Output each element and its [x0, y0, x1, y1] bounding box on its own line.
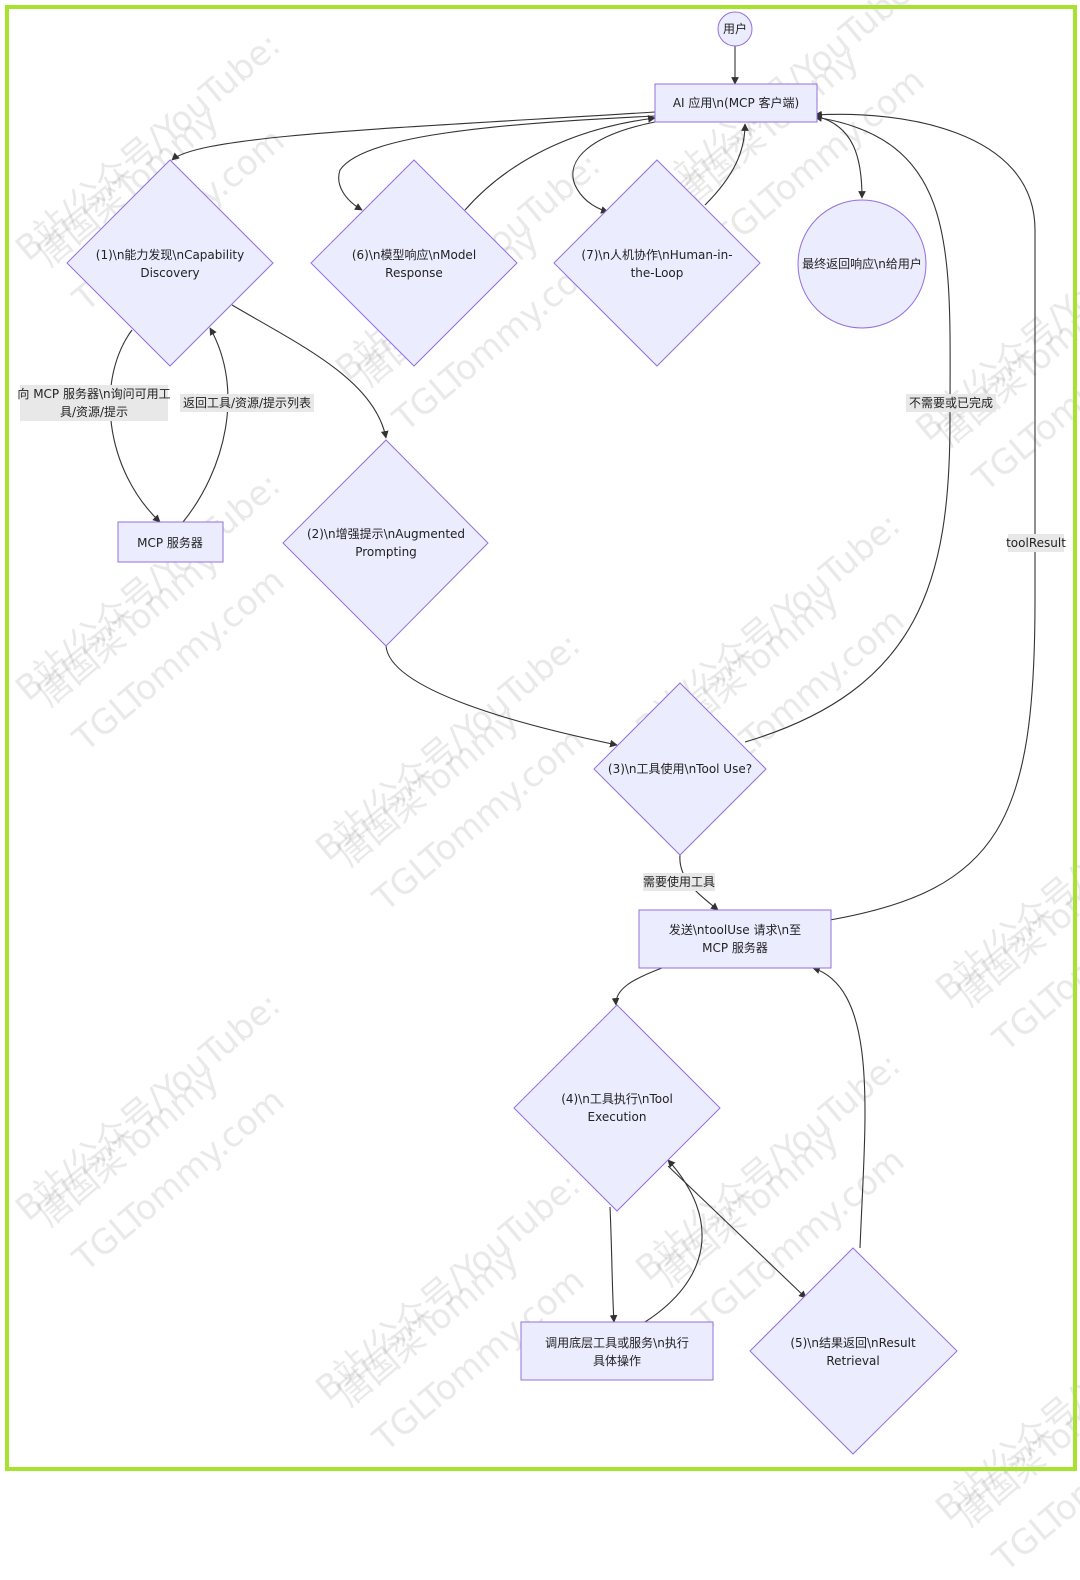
flowchart: 用户 AI 应用\n(MCP 客户端) (1)\n能力发现\nCapabilit…	[17, 11, 1066, 1455]
node-mcp-server-label: MCP 服务器	[137, 535, 203, 550]
node-augmented-label-1: (2)\n增强提示\nAugmented	[307, 526, 465, 541]
edge-label-not-needed: 不需要或已完成	[909, 395, 993, 410]
node-capability-label-2: Discovery	[140, 266, 199, 280]
node-final-shape	[797, 199, 927, 329]
node-send-shape	[638, 909, 832, 969]
node-toolexec-label-1: (4)\n工具执行\nTool	[561, 1092, 673, 1106]
edge-toolexec-to-invoke	[609, 1206, 618, 1323]
node-result-label-1: (5)\n结果返回\nResult	[790, 1336, 916, 1350]
node-tooluse-shape	[593, 682, 767, 856]
node-augmented-label-2: Prompting	[355, 545, 417, 559]
node-user-shape	[717, 11, 753, 47]
edge-send-to-ai	[814, 110, 1036, 921]
node-human-loop-label-2: the-Loop	[631, 266, 684, 280]
node-result-shape	[749, 1247, 958, 1455]
node-invoke-label-2: 具体操作	[593, 1353, 641, 1368]
node-capability-shape	[66, 159, 274, 367]
node-ai-app-label: AI 应用\n(MCP 客户端)	[673, 95, 799, 110]
edge-capability-to-augmented	[231, 304, 389, 439]
edge-label-return-list: 返回工具/资源/提示列表	[183, 395, 311, 410]
node-augmented-shape	[282, 439, 489, 647]
node-toolexec-shape	[513, 1004, 721, 1212]
edge-send-to-toolexec	[611, 967, 663, 1006]
edge-label-ask-server-1: 向 MCP 服务器\n询问可用工	[17, 386, 170, 401]
node-send-label-2: MCP 服务器	[702, 940, 768, 955]
node-invoke-shape	[520, 1321, 714, 1381]
node-human-loop-shape	[553, 159, 761, 367]
edge-result-to-send	[812, 966, 866, 1249]
edge-mcp-to-capability	[182, 327, 229, 523]
node-final-label: 最终返回响应\n给用户	[802, 256, 922, 271]
node-model-response-shape	[310, 159, 518, 367]
edge-labels: 向 MCP 服务器\n询问可用工 具/资源/提示 返回工具/资源/提示列表 不需…	[17, 385, 1066, 891]
node-invoke-label-1: 调用底层工具或服务\n执行	[545, 1335, 689, 1350]
node-send-label-1: 发送\ntoolUse 请求\n至	[669, 922, 801, 937]
node-user-label: 用户	[723, 21, 747, 36]
edge-tooluse-to-ai	[744, 114, 951, 743]
node-toolexec-label-2: Execution	[588, 1110, 647, 1124]
nodes	[66, 11, 958, 1455]
edge-ai-to-final	[814, 115, 866, 199]
edge-human-loop-to-ai	[704, 123, 749, 206]
page-frame	[5, 5, 1077, 1471]
node-capability-label-1: (1)\n能力发现\nCapability	[96, 247, 244, 262]
edge-ai-to-model-response	[338, 115, 656, 211]
edge-capability-to-mcp	[109, 329, 161, 523]
edge-label-need-tool: 需要使用工具	[643, 874, 715, 889]
edge-invoke-to-toolexec	[644, 1159, 703, 1323]
node-mcp-server-shape	[117, 521, 224, 563]
edge-toolexec-to-result	[667, 1165, 807, 1299]
edge-ai-to-human-loop	[572, 121, 656, 214]
node-model-response-label-1: (6)\n模型响应\nModel	[352, 247, 476, 262]
edge-model-response-to-ai	[464, 115, 656, 211]
node-model-response-label-2: Response	[385, 266, 443, 280]
node-human-loop-label-1: (7)\n人机协作\nHuman-in-	[581, 247, 732, 262]
edge-augmented-to-tooluse	[385, 645, 618, 748]
edge-label-ask-server-2: 具/资源/提示	[60, 404, 128, 419]
edge-label-tool-result: toolResult	[1006, 536, 1066, 550]
edge-ai-to-capability	[171, 111, 656, 161]
node-result-label-2: Retrieval	[826, 1354, 879, 1368]
node-tooluse-label: (3)\n工具使用\nTool Use?	[608, 761, 752, 776]
node-ai-app-shape	[654, 83, 818, 123]
